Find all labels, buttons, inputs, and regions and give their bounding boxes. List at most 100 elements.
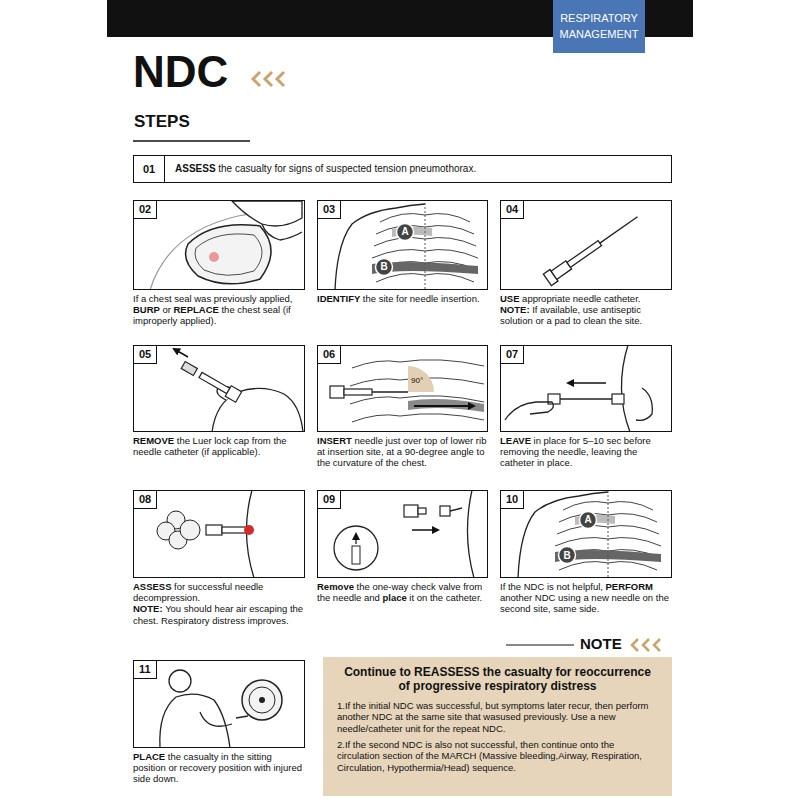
caption-keyword: PERFORM — [606, 581, 654, 592]
recovery-position-illustration — [160, 694, 230, 748]
category-label: RESPIRATORY MANAGEMENT — [557, 11, 641, 42]
check-valve-illustration — [418, 508, 426, 514]
step-panel: 04USEappropriate needle catheter.NOTE:If… — [500, 200, 672, 327]
step-number: 07 — [501, 346, 524, 364]
cap-removal-illustration — [174, 349, 303, 432]
insertion-illustration — [330, 360, 484, 422]
section-heading: NOTE — [580, 636, 622, 653]
caption-keyword: REPLACE — [174, 304, 219, 315]
check-valve-illustration — [355, 534, 356, 544]
recovery-position-illustration — [200, 712, 232, 726]
air-escape-illustration — [180, 520, 200, 540]
check-valve-illustration — [450, 508, 462, 511]
recovery-position-illustration — [236, 716, 248, 718]
step-caption: LEAVEin place for 5–10 sec before removi… — [500, 435, 672, 469]
category-tag: RESPIRATORY MANAGEMENT — [553, 0, 645, 53]
air-escape-illustration — [157, 490, 254, 578]
cap-removal-illustration — [225, 386, 241, 402]
caption-keyword: Remove — [317, 581, 354, 592]
torso-ribs — [518, 491, 661, 578]
needle-catheter-illustration — [600, 217, 638, 243]
step-caption: ASSESSfor successful needle decompressio… — [133, 581, 305, 626]
step-panel: 09Removethe one-way check valve from the… — [317, 490, 488, 603]
step-number: 11 — [134, 661, 157, 679]
caption-keyword: NOTE: — [500, 304, 530, 315]
withdraw-needle-illustration — [636, 388, 652, 420]
step-frame: 09 — [317, 490, 488, 578]
insertion-illustration — [344, 389, 372, 395]
note-ornament — [506, 645, 574, 646]
step-frame: 03 — [317, 200, 488, 290]
step-number: 10 — [501, 491, 524, 509]
step-panel: 06INSERTneedle just over top of lower ri… — [317, 345, 488, 469]
step-panel: 03IDENTIFYthe site for needle insertion. — [317, 200, 488, 304]
caption-text: the casualty for signs of suspected tens… — [218, 163, 476, 174]
step-panel: 10 If the NDC is not helpful,PERFORManoth… — [500, 490, 672, 615]
caption-text: another NDC using a new needle on the se… — [500, 592, 669, 614]
note-ornament — [654, 639, 660, 651]
cap-removal-illustration — [199, 372, 230, 393]
heading-underline — [133, 140, 250, 142]
caption-keyword: REMOVE — [133, 435, 174, 446]
cap-removal-illustration — [180, 360, 241, 402]
check-valve-illustration — [412, 529, 438, 531]
step-caption: IDENTIFYthe site for needle insertion. — [317, 293, 488, 304]
needle-catheter-illustration — [543, 211, 641, 286]
step-number: 04 — [501, 201, 524, 219]
recovery-position-illustration — [242, 680, 282, 720]
step-frame: 11 — [133, 660, 305, 748]
note-box: Continue to REASSESS the casualty for re… — [323, 657, 672, 796]
check-valve-illustration — [440, 506, 450, 516]
step-caption: PLACEthe casualty in the sitting positio… — [133, 751, 305, 785]
step-frame: 02 — [133, 200, 305, 290]
caption-keyword: INSERT — [317, 435, 352, 446]
callout-letter: A — [580, 512, 596, 528]
chest-seal-illustration — [262, 224, 302, 240]
step-frame: 05 — [133, 345, 305, 432]
caption-text: it on the catheter. — [409, 592, 482, 603]
step-panel: 05REMOVEthe Luer lock cap from the needl… — [133, 345, 305, 457]
chest-seal-illustration — [150, 201, 303, 290]
note-item: 2.If the second NDC is also not successf… — [337, 739, 658, 773]
cap-removal-illustration — [181, 362, 197, 376]
chevron-ornament — [253, 72, 284, 86]
step-frame: 04 — [500, 200, 672, 290]
caption-keyword: IDENTIFY — [317, 293, 360, 304]
withdraw-needle-illustration — [505, 402, 553, 420]
caption-text: the site for needle insertion. — [363, 293, 480, 304]
chevron-ornament — [253, 72, 260, 86]
caption-keyword: place — [382, 592, 406, 603]
step-panel: 07LEAVEin place for 5–10 sec before remo… — [500, 345, 672, 469]
step-frame: 06 — [317, 345, 488, 432]
step-panel: 02 If a chest seal was previously applied… — [133, 200, 305, 327]
step-caption: USEappropriate needle catheter.NOTE:If a… — [500, 293, 672, 327]
chest-seal-illustration — [209, 252, 219, 262]
step-caption: If the NDC is not helpful,PERFORManother… — [500, 581, 672, 615]
air-escape-illustration — [244, 525, 254, 535]
caption-text: appropriate needle catheter. — [522, 293, 640, 304]
recovery-position-illustration — [249, 687, 275, 713]
recovery-position-illustration — [169, 670, 191, 692]
insertion-illustration — [372, 391, 408, 392]
caption-text: If the NDC is not helpful, — [500, 581, 603, 592]
needle-catheter-illustration — [567, 241, 602, 268]
step-number: 06 — [318, 346, 341, 364]
cap-removal-illustration — [174, 349, 188, 357]
recovery-position-illustration — [160, 670, 282, 748]
torso-ribs — [335, 203, 478, 290]
step-frame: 10 — [500, 490, 672, 578]
caption-keyword: NOTE: — [133, 603, 163, 614]
chevron-ornament — [265, 72, 272, 86]
check-valve-illustration — [404, 505, 418, 517]
step-caption: ASSESSthe casualty for signs of suspecte… — [165, 163, 479, 175]
step-caption: If a chest seal was previously applied,B… — [133, 293, 305, 327]
step-number: 02 — [134, 201, 157, 219]
insertion-illustration — [414, 405, 474, 407]
insertion-illustration — [408, 366, 434, 392]
step-panel: 08ASSESSfor successful needle decompress… — [133, 490, 305, 626]
check-valve-illustration — [334, 490, 474, 578]
caption-text: If a chest seal was previously applied, — [133, 293, 292, 304]
step-caption: REMOVEthe Luer lock cap from the needle … — [133, 435, 305, 457]
step-number: 09 — [318, 491, 341, 509]
step-number: 03 — [318, 201, 341, 219]
